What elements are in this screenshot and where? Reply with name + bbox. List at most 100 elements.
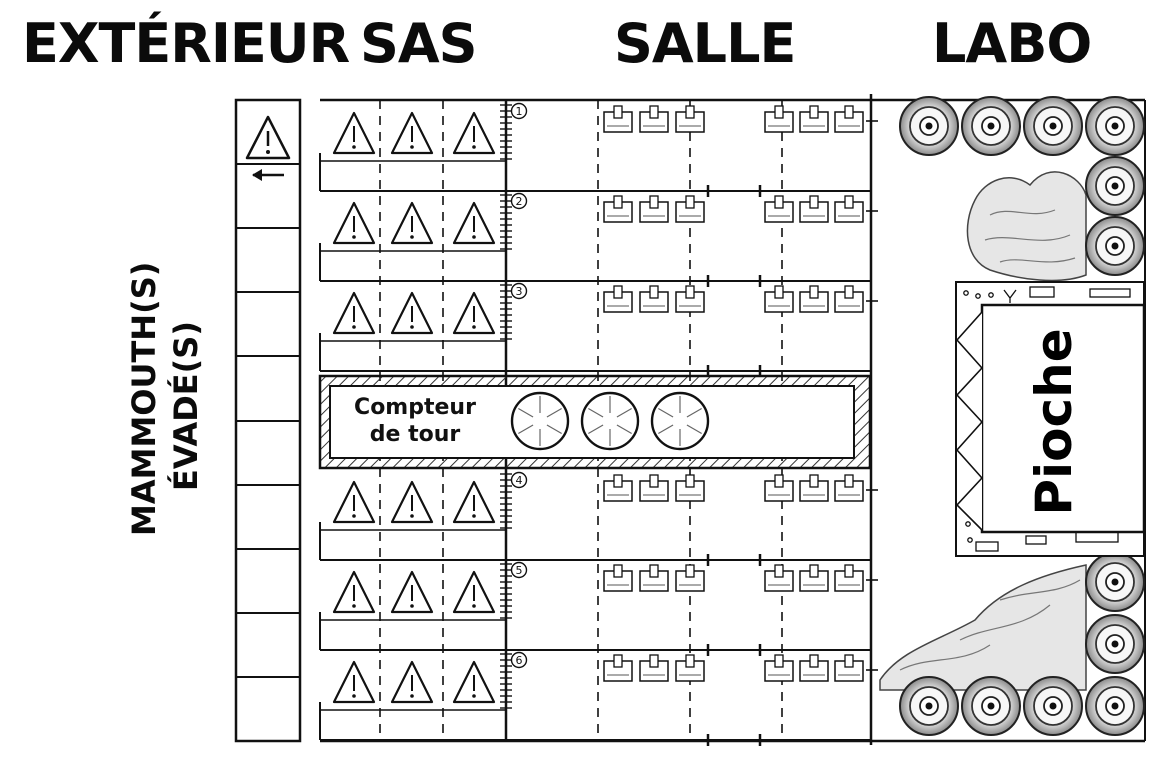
card-slot-icon[interactable] bbox=[675, 564, 705, 592]
row-number: 6 bbox=[510, 651, 528, 669]
card-slot-icon[interactable] bbox=[675, 654, 705, 682]
card-slot-icon[interactable] bbox=[834, 474, 864, 502]
card-slot-icon[interactable] bbox=[799, 654, 829, 682]
card-slot-icon[interactable] bbox=[603, 195, 633, 223]
header-airlock: SAS bbox=[360, 12, 478, 75]
warning-triangle-icon bbox=[332, 201, 376, 245]
card-slot-icon[interactable] bbox=[603, 564, 633, 592]
warning-triangle-icon bbox=[332, 660, 376, 704]
card-slot-icon[interactable] bbox=[834, 195, 864, 223]
card-slot-icon[interactable] bbox=[675, 195, 705, 223]
card-slot-icon[interactable] bbox=[799, 105, 829, 133]
barrel-icon bbox=[1023, 676, 1083, 736]
barrel-icon bbox=[1085, 552, 1145, 612]
draw-pile-label[interactable]: Pioche bbox=[1025, 328, 1083, 516]
escape-track bbox=[234, 98, 302, 743]
card-slot-icon[interactable] bbox=[799, 564, 829, 592]
warning-triangle-icon bbox=[332, 480, 376, 524]
rock-pile-top bbox=[966, 171, 1087, 282]
barrel-icon bbox=[961, 676, 1021, 736]
card-slot-icon[interactable] bbox=[639, 105, 669, 133]
row-number-text: 4 bbox=[516, 474, 523, 487]
draw-pile-board bbox=[955, 281, 1146, 557]
row-number: 5 bbox=[510, 561, 528, 579]
warning-triangle-icon bbox=[332, 111, 376, 155]
barrel-icon bbox=[1085, 96, 1145, 156]
card-slot-icon[interactable] bbox=[764, 105, 794, 133]
card-slot-icon[interactable] bbox=[603, 654, 633, 682]
barrel-icon bbox=[1085, 156, 1145, 216]
row-number: 2 bbox=[510, 192, 528, 210]
row-number: 4 bbox=[510, 471, 528, 489]
barrel-icon bbox=[961, 96, 1021, 156]
turn-counter-label-line1: Compteur bbox=[354, 395, 476, 420]
turn-counter-label: Compteur de tour bbox=[340, 394, 490, 448]
card-slot-icon[interactable] bbox=[764, 195, 794, 223]
card-slot-icon[interactable] bbox=[639, 195, 669, 223]
card-slot-icon[interactable] bbox=[764, 285, 794, 313]
card-slot-icon[interactable] bbox=[834, 105, 864, 133]
card-slot-icon[interactable] bbox=[764, 474, 794, 502]
card-slot-icon[interactable] bbox=[675, 474, 705, 502]
board-row: 5 bbox=[319, 561, 878, 656]
card-slot-icon[interactable] bbox=[639, 474, 669, 502]
row-number-text: 1 bbox=[516, 105, 523, 118]
row-number-text: 6 bbox=[516, 654, 523, 667]
warning-triangle-icon bbox=[390, 570, 434, 614]
barrel-icon bbox=[1023, 96, 1083, 156]
board-row: 4 bbox=[319, 471, 878, 566]
card-slot-icon[interactable] bbox=[834, 285, 864, 313]
card-slot-icon[interactable] bbox=[603, 474, 633, 502]
board-row: 3 bbox=[319, 282, 878, 377]
card-slot-icon[interactable] bbox=[675, 105, 705, 133]
card-slot-icon[interactable] bbox=[603, 105, 633, 133]
warning-triangle-icon bbox=[390, 111, 434, 155]
card-slot-icon[interactable] bbox=[764, 564, 794, 592]
turn-dial[interactable] bbox=[510, 391, 570, 451]
card-slot-icon[interactable] bbox=[675, 285, 705, 313]
card-slot-icon[interactable] bbox=[639, 564, 669, 592]
card-slot-icon[interactable] bbox=[603, 285, 633, 313]
warning-triangle-icon bbox=[452, 480, 496, 524]
card-slot-icon[interactable] bbox=[834, 564, 864, 592]
board-row: 2 bbox=[319, 192, 878, 287]
barrel-icon bbox=[899, 676, 959, 736]
warning-triangle-icon bbox=[452, 291, 496, 335]
arrow-left-icon bbox=[252, 169, 284, 181]
header-lab: LABO bbox=[932, 12, 1092, 75]
turn-dial[interactable] bbox=[580, 391, 640, 451]
row-number-text: 3 bbox=[516, 285, 523, 298]
card-slot-icon[interactable] bbox=[799, 195, 829, 223]
card-slot-icon[interactable] bbox=[834, 654, 864, 682]
board-row: 6 bbox=[319, 651, 878, 746]
warning-triangle-icon bbox=[452, 111, 496, 155]
barrel-icon bbox=[1085, 614, 1145, 674]
card-slot-icon[interactable] bbox=[639, 285, 669, 313]
warning-triangle-icon bbox=[390, 201, 434, 245]
warning-triangle-icon bbox=[390, 291, 434, 335]
warning-triangle-icon bbox=[452, 660, 496, 704]
turn-dial[interactable] bbox=[650, 391, 710, 451]
row-number-text: 2 bbox=[516, 195, 523, 208]
rock-pile-bottom bbox=[879, 564, 1087, 691]
warning-triangle-icon bbox=[332, 291, 376, 335]
header-exterior: EXTÉRIEUR bbox=[22, 12, 350, 75]
barrel-icon bbox=[1085, 676, 1145, 736]
card-slot-icon[interactable] bbox=[639, 654, 669, 682]
turn-counter-label-line2: de tour bbox=[369, 422, 461, 447]
warning-triangle-icon bbox=[452, 201, 496, 245]
warning-triangle-icon bbox=[452, 570, 496, 614]
warning-triangle-icon bbox=[332, 570, 376, 614]
row-number: 1 bbox=[510, 102, 528, 120]
warning-triangle-icon bbox=[390, 480, 434, 524]
header-room: SALLE bbox=[614, 12, 796, 75]
card-slot-icon[interactable] bbox=[764, 654, 794, 682]
card-slot-icon[interactable] bbox=[799, 474, 829, 502]
card-slot-icon[interactable] bbox=[799, 285, 829, 313]
row-number: 3 bbox=[510, 282, 528, 300]
warning-triangle-icon bbox=[390, 660, 434, 704]
exit-warning-icon bbox=[245, 115, 291, 160]
row-number-text: 5 bbox=[516, 564, 523, 577]
barrel-icon bbox=[1085, 216, 1145, 276]
